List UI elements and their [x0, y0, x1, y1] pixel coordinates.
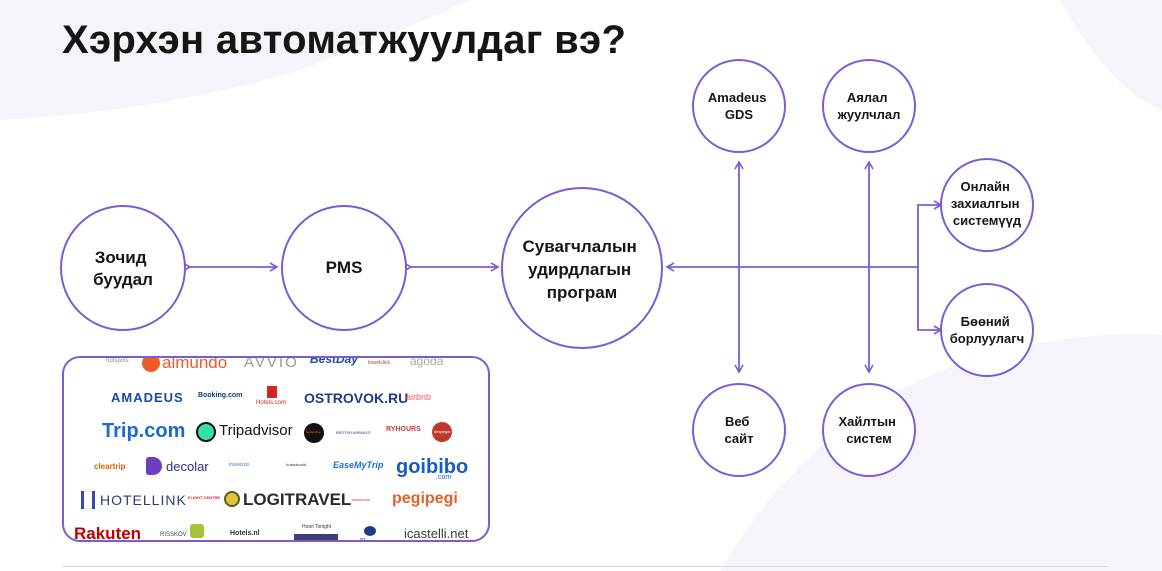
- logo-hrs-icon: [364, 526, 376, 536]
- node-search-label: Хайлтын систем: [838, 414, 899, 446]
- logo-hotellink-icon: [81, 491, 95, 509]
- logo-hotels-com: Hotels.com: [256, 400, 287, 406]
- logo-cleartrip: cleartrip: [94, 462, 126, 471]
- logo-despegar-icon: [432, 422, 452, 442]
- node-travel: [822, 59, 916, 153]
- logo-hostelworld: hostelworld: [286, 462, 307, 467]
- logo-airbnb: airbnb: [406, 392, 432, 402]
- node-amadeus-line-1: Amadeus: [708, 90, 767, 105]
- node-pms: [281, 205, 407, 331]
- node-web-label: Веб сайт: [725, 414, 754, 446]
- node-channel-label: Сувагчлалын удирдлагын програм: [523, 237, 642, 302]
- logo-almundo: almundo: [162, 356, 228, 372]
- logo-hotel-tonight-bar: [294, 534, 338, 540]
- node-travel-label: Аялал жуулчлал: [837, 90, 901, 122]
- logo-hotels-nl: Hotels.nl: [230, 530, 260, 537]
- node-channel-line-1: Сувагчлалын: [523, 237, 637, 256]
- logo-icastelli: icastelli.net: [404, 526, 469, 541]
- node-travel-line-2: жуулчлал: [837, 107, 901, 122]
- logo-pegipegi: pegipegi: [392, 490, 458, 507]
- footer-divider: [62, 566, 1108, 567]
- logo-decolar: decolar: [166, 459, 209, 474]
- logo-avvio: AVVIO: [244, 356, 299, 371]
- logo-bestday: BestDay: [310, 356, 359, 366]
- node-channel-line-3: програм: [547, 283, 618, 302]
- node-search-system: [822, 383, 916, 477]
- node-online-label: Онлайн захиалгын системүүд: [951, 179, 1023, 228]
- logo-lastminute: lastminute: [352, 497, 371, 502]
- node-search-line-1: Хайлтын: [838, 414, 895, 429]
- node-pms-label: PMS: [326, 258, 363, 277]
- node-online-line-1: Онлайн: [961, 179, 1010, 194]
- node-web-site: [692, 383, 786, 477]
- logo-booking: Booking.com: [198, 392, 243, 399]
- node-amadeus-line-2: GDS: [725, 107, 754, 122]
- node-guest-line-1: Зочид: [95, 248, 147, 267]
- logo-bedsonline-icon: [304, 423, 324, 443]
- logo-travelzoo: travelzoo: [229, 462, 250, 468]
- node-online-line-2: захиалгын: [951, 196, 1020, 211]
- logo-travelclick: travelclick: [368, 360, 390, 366]
- logo-hotel-tonight: Hotel Tonight: [302, 524, 332, 530]
- ota-logos-panel: hotspots almundo AVVIO BestDay travelcli…: [62, 356, 490, 542]
- node-amadeus-gds: [692, 59, 786, 153]
- logo-hrs: hrs: [360, 536, 366, 541]
- node-wholesale-line-1: Бөөний: [961, 314, 1010, 329]
- node-channel-line-2: удирдлагын: [528, 260, 631, 279]
- logo-logitravel: LOGITRAVEL: [243, 490, 352, 509]
- connector-wholesale: [917, 267, 943, 335]
- logo-bedsonline: bedsonline: [306, 430, 321, 434]
- node-search-line-2: систем: [846, 431, 892, 446]
- page-title: Хэрхэн автоматжуулдаг вэ?: [62, 18, 627, 62]
- logo-tripadvisor-icon: [196, 422, 216, 442]
- node-amadeus-label: Amadeus GDS: [708, 90, 770, 122]
- logo-trip-com: Trip.com: [102, 420, 186, 442]
- node-wholesale-line-2: борлуулагч: [950, 331, 1024, 346]
- node-online-booking: [940, 158, 1034, 252]
- logo-hotellink: HOTELLINK: [100, 492, 187, 508]
- logo-tripadvisor: Tripadvisor: [219, 422, 293, 439]
- node-guest-label: Зочид буудал: [93, 248, 153, 289]
- node-web-line-1: Веб: [725, 414, 749, 429]
- connectors: [182, 160, 943, 374]
- logo-hotspots: hotspots: [106, 358, 129, 364]
- node-online-line-3: системүүд: [953, 213, 1022, 228]
- node-pms-line-1: PMS: [326, 258, 363, 277]
- logo-ostrovok: OSTROVOK.RU: [304, 390, 409, 406]
- logo-rakuten: Rakuten: [74, 524, 142, 542]
- logo-flight-centre: FLIGHT CENTRE: [188, 495, 220, 500]
- logo-almundo-icon: [142, 358, 160, 372]
- logo-ryhours: RYHOURS: [386, 426, 421, 433]
- node-travel-line-1: Аялал: [847, 90, 888, 105]
- node-wholesaler: [940, 283, 1034, 377]
- logo-goibibo-com: .com: [436, 474, 452, 481]
- logo-easemytrip: EaseMyTrip: [333, 460, 384, 470]
- node-guest-line-2: буудал: [93, 270, 153, 289]
- logo-agoda: agoda: [410, 356, 444, 368]
- node-wholesale-label: Бөөний борлуулагч: [950, 314, 1024, 346]
- logo-risskov-icon: [190, 524, 204, 538]
- logo-goibibo: goibibo: [396, 456, 469, 478]
- logo-hotels-com-icon: [267, 386, 277, 398]
- logo-risskov: RISSKOV: [160, 532, 187, 538]
- logo-decolar-icon: [146, 457, 162, 475]
- logo-british-airways: BRITISH AIRWAYS: [336, 430, 371, 435]
- node-channel-manager: [501, 187, 663, 349]
- node-guest-house: [60, 205, 186, 331]
- logo-despegar: despegar: [434, 429, 451, 434]
- logo-logitravel-icon: [224, 491, 240, 507]
- logo-amadeus: amadeus: [111, 390, 184, 405]
- connector-online: [917, 200, 943, 267]
- node-web-line-2: сайт: [725, 431, 754, 446]
